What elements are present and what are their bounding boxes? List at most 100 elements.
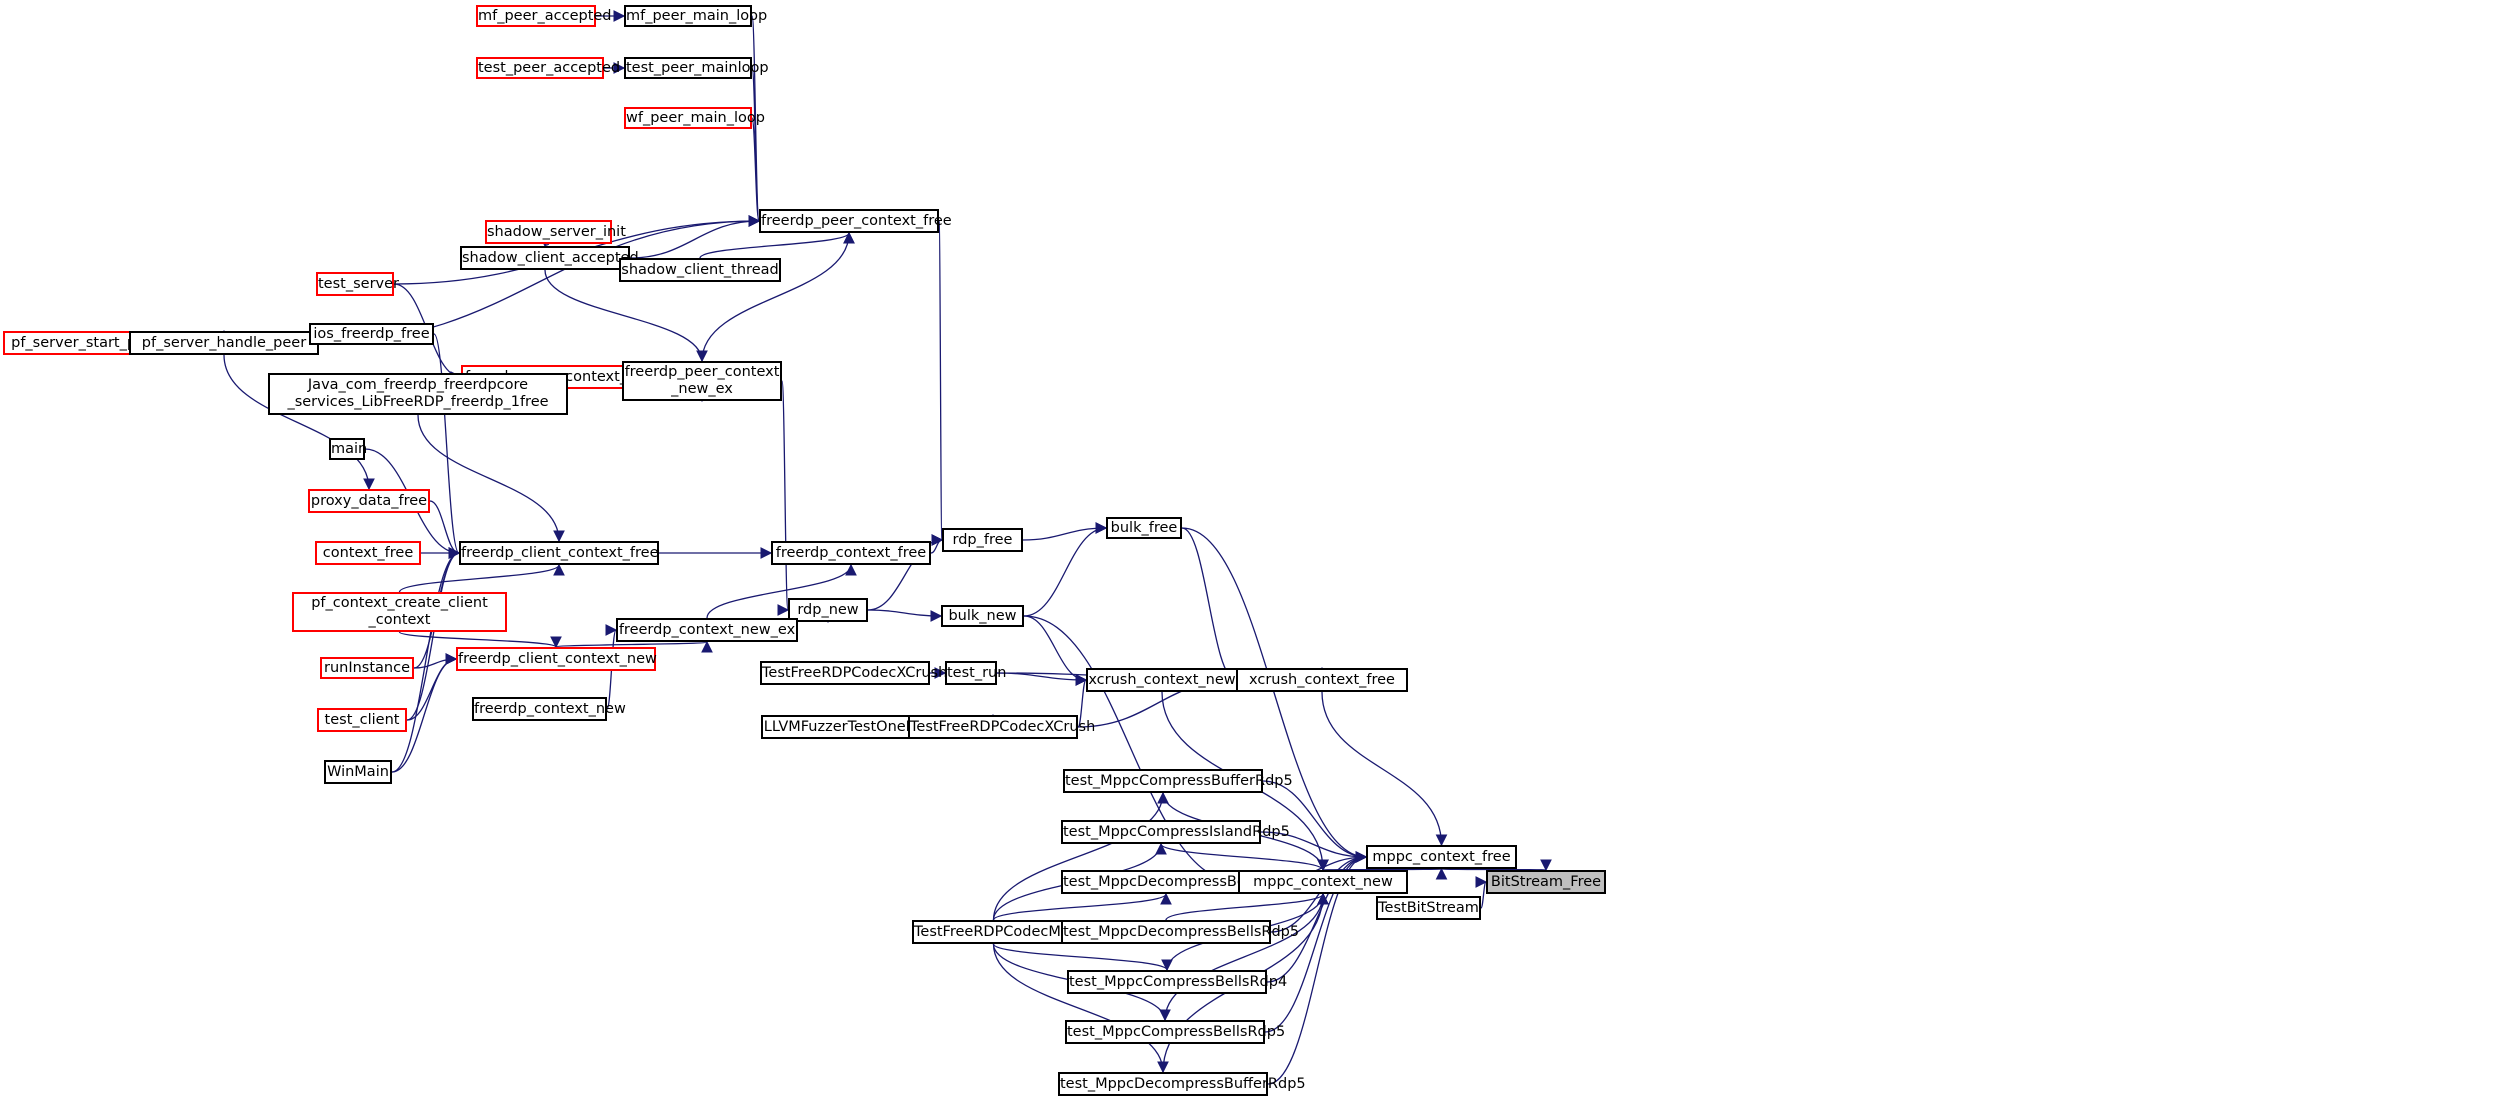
node-proxy-data-free[interactable]: proxy_data_free (308, 489, 430, 513)
edge-testfreerdpcodecxcrush-to-xcrush-context-new (1075, 674, 1088, 728)
edge-pf-context-create-client-context-to-freerdp-client-context-new (398, 631, 562, 649)
node-label: proxy_data_free (310, 492, 428, 509)
edge-rdp-new-to-rdp-free (867, 534, 944, 611)
edge-test-mppcdecompressbellsrdp5-to-mppc-context-free (1270, 851, 1368, 933)
node-testbitstream[interactable]: TestBitStream (1376, 896, 1481, 920)
node-label: freerdp_client_context_new (458, 650, 657, 667)
node-mf-peer-main-loop[interactable]: mf_peer_main_loop (624, 5, 767, 27)
node-label: freerdp_context_new_ex (618, 621, 796, 638)
node-label: test_peer_accepted (478, 59, 621, 76)
node-freerdp-context-new[interactable]: freerdp_context_new (472, 697, 626, 721)
edge-test-mppccompressislandrdp5-to-mppc-context-new (1160, 843, 1329, 872)
edge-freerdp-peer-context-new-ex-to-freerdp-peer-context-free (701, 231, 855, 362)
node-label: freerdp_peer_context _new_ex (624, 364, 780, 397)
node-freerdp-client-context-new[interactable]: freerdp_client_context_new (456, 647, 657, 671)
node-label: TestBitStream (1378, 899, 1479, 916)
node-main[interactable]: main (329, 438, 368, 460)
node-testfreerdpcodecxcrush[interactable]: TestFreeRDPCodecXCrush (908, 715, 1096, 739)
node-test-mppccompressbellsrdp4[interactable]: test_MppcCompressBellsRdp4 (1067, 970, 1288, 994)
node-freerdp-context-free[interactable]: freerdp_context_free (771, 541, 931, 565)
node-label: TestFreeRDPCodecXCrush (910, 718, 1096, 735)
node-test-server[interactable]: test_server (316, 272, 399, 296)
edge-winmain-to-freerdp-client-context-free (391, 547, 461, 773)
node-test-mppcdecompressbellsrdp5[interactable]: test_MppcDecompressBellsRdp5 (1061, 920, 1300, 944)
edge-ios-freerdp-free-to-freerdp-client-context-free (433, 333, 461, 559)
node-freerdp-peer-context-free[interactable]: freerdp_peer_context_free (759, 209, 952, 233)
node-test-peer-accepted[interactable]: test_peer_accepted (476, 57, 621, 79)
node-xcrush-context-free[interactable]: xcrush_context_free (1236, 668, 1408, 692)
edge-test-mppccompressbellsrdp4-to-mppc-context-free (1266, 851, 1368, 983)
node-label: test_MppcCompressBellsRdp4 (1069, 973, 1288, 990)
node-winmain[interactable]: WinMain (324, 760, 392, 784)
node-test-client[interactable]: test_client (317, 708, 407, 732)
node-java-libfreerdp[interactable]: Java_com_freerdp_freerdpcore _services_L… (268, 373, 568, 415)
edge-testfreerdpcodecmppc-to-test-mppccompressbellsrdp4 (992, 943, 1173, 972)
node-shadow-server-init[interactable]: shadow_server_init (485, 220, 626, 244)
node-label: main (331, 440, 368, 457)
node-freerdp-peer-context-new-ex[interactable]: freerdp_peer_context _new_ex (622, 361, 782, 401)
node-freerdp-client-context-free[interactable]: freerdp_client_context_free (459, 541, 659, 565)
node-label: test_run (947, 664, 1007, 681)
node-test-mppccompressbellsrdp5[interactable]: test_MppcCompressBellsRdp5 (1065, 1020, 1286, 1044)
node-runinstance[interactable]: runInstance (320, 657, 414, 679)
edge-freerdp-peer-context-free-to-rdp-free (930, 220, 944, 544)
node-xcrush-context-new[interactable]: xcrush_context_new (1086, 668, 1238, 692)
node-testfreerdpcodecmppc[interactable]: TestFreeRDPCodecMppc (912, 920, 1088, 944)
node-label: freerdp_peer_context_free (761, 212, 952, 229)
node-label: freerdp_context_new (474, 700, 626, 717)
node-label: test_MppcDecompressBellsRdp5 (1063, 923, 1300, 940)
node-test-mppcdecompressbufferrdp5[interactable]: test_MppcDecompressBufferRdp5 (1058, 1072, 1306, 1096)
node-label: mppc_context_free (1372, 848, 1511, 865)
node-label: bulk_free (1110, 519, 1178, 536)
edge-pf-server-handle-peer-to-proxy-data-free (223, 354, 375, 491)
node-mppc-context-new[interactable]: mppc_context_new (1238, 870, 1408, 894)
node-wf-peer-main-loop[interactable]: wf_peer_main_loop (624, 107, 765, 129)
edge-test-mppccompressbufferrdp5-to-mppc-context-free (1262, 780, 1368, 863)
node-test-run[interactable]: test_run (945, 661, 1007, 685)
node-context-free[interactable]: context_free (315, 541, 421, 565)
node-rdp-new[interactable]: rdp_new (788, 598, 868, 622)
node-rdp-free[interactable]: rdp_free (942, 528, 1023, 552)
node-label: BitStream_Free (1490, 873, 1602, 890)
node-test-peer-mainloop[interactable]: test_peer_mainloop (624, 57, 769, 79)
node-label: xcrush_context_free (1249, 671, 1395, 688)
edge-test-mppcdecompressbufferrdp5-to-mppc-context-free (1267, 851, 1368, 1085)
node-label: test_MppcCompressBufferRdp5 (1065, 772, 1293, 789)
node-label: test_MppcCompressIslandRdp5 (1063, 823, 1290, 840)
node-bulk-new[interactable]: bulk_new (941, 605, 1024, 627)
node-pf-server-handle-peer[interactable]: pf_server_handle_peer (129, 331, 319, 355)
node-label: ios_freerdp_free (313, 325, 430, 342)
edge-mppc-context-new-to-mppc-context-free (1322, 867, 1445, 881)
edge-freerdp-client-context-new-to-freerdp-context-new-ex (555, 640, 713, 653)
node-bulk-free[interactable]: bulk_free (1106, 517, 1182, 539)
node-test-mppccompressislandrdp5[interactable]: test_MppcCompressIslandRdp5 (1061, 820, 1290, 844)
node-freerdp-context-new-ex[interactable]: freerdp_context_new_ex (616, 618, 798, 642)
edge-pf-context-create-client-context-to-freerdp-client-context-free (398, 563, 565, 593)
edge-bulk-new-to-bulk-free (1023, 522, 1108, 617)
node-label: test_peer_mainloop (626, 59, 769, 76)
node-label: test_client (324, 711, 400, 728)
node-label: test_MppcDecompressBufferRdp5 (1060, 1075, 1306, 1092)
node-mf-peer-accepted[interactable]: mf_peer_accepted (476, 5, 612, 27)
edge-freerdp-context-new-ex-to-freerdp-context-free (706, 563, 857, 619)
node-label: LLVMFuzzerTestOneInput (763, 718, 944, 735)
node-testfreerdpcodecxcrush-caller[interactable]: TestFreeRDPCodecXCrush (760, 661, 947, 685)
edge-java-libfreerdp-to-freerdp-client-context-free (417, 414, 565, 543)
node-ios-freerdp-free[interactable]: ios_freerdp_free (309, 323, 434, 345)
edge-shadow-server-init-to-shadow-client-accepted (539, 235, 551, 248)
node-label: TestFreeRDPCodecMppc (914, 923, 1088, 940)
edge-xcrush-context-free-to-mppc-context-free (1321, 691, 1448, 847)
node-label: mppc_context_new (1253, 873, 1393, 890)
edge-shadow-client-accepted-to-freerdp-peer-context-new-ex (544, 269, 708, 363)
node-label: freerdp_context_free (775, 544, 927, 561)
edge-test-mppccompressbellsrdp5-to-mppc-context-new (1164, 892, 1329, 1021)
edge-mppc-context-free-to-bitstream-free (1440, 858, 1550, 872)
edge-winmain-to-freerdp-client-context-new (391, 653, 458, 773)
edge-shadow-client-accepted-to-freerdp-peer-context-free (629, 215, 761, 259)
node-test-mppccompressbufferrdp5[interactable]: test_MppcCompressBufferRdp5 (1063, 769, 1293, 793)
node-shadow-client-thread[interactable]: shadow_client_thread (619, 258, 781, 282)
node-pf-context-create-client-context[interactable]: pf_context_create_client _context (292, 592, 507, 632)
node-shadow-client-accepted[interactable]: shadow_client_accepted (460, 246, 639, 270)
node-mppc-context-free[interactable]: mppc_context_free (1366, 845, 1517, 869)
node-label: test_MppcCompressBellsRdp5 (1067, 1023, 1286, 1040)
